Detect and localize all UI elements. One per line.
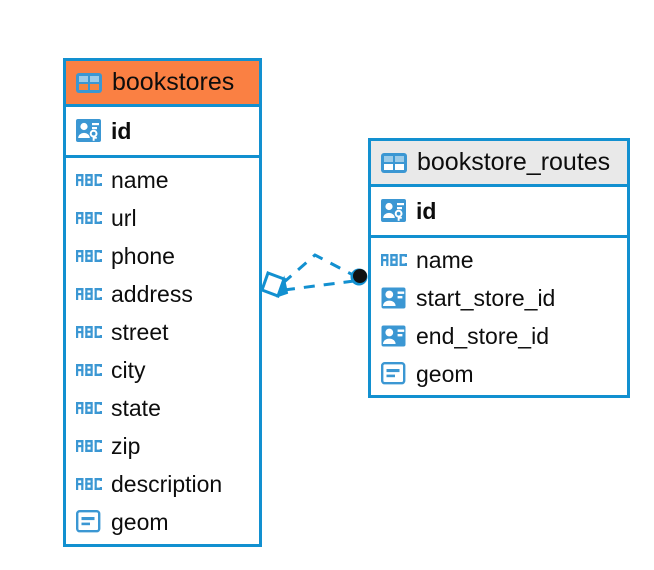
field-row-id[interactable]: id bbox=[66, 107, 259, 155]
table-name-label: bookstore_routes bbox=[417, 148, 611, 176]
field-label: zip bbox=[111, 432, 141, 459]
field-row-city[interactable]: city bbox=[66, 351, 259, 389]
primary-key-icon bbox=[381, 199, 406, 222]
abc-text-icon bbox=[381, 254, 407, 266]
geometry-icon bbox=[381, 362, 406, 385]
field-row-state[interactable]: state bbox=[66, 389, 259, 427]
abc-text-icon bbox=[76, 250, 102, 262]
field-label: name bbox=[111, 166, 169, 193]
foreign-key-icon bbox=[381, 287, 406, 309]
field-label: start_store_id bbox=[416, 284, 556, 311]
primary-key-icon bbox=[76, 119, 101, 142]
foreign-key-icon bbox=[381, 325, 406, 347]
field-label: end_store_id bbox=[416, 322, 549, 349]
field-row-geom[interactable]: geom bbox=[66, 503, 259, 541]
table-bookstore-routes[interactable]: bookstore_routes id bbox=[368, 138, 630, 398]
primary-key-section-bookstores: id bbox=[66, 107, 259, 158]
field-label: geom bbox=[416, 360, 474, 387]
field-row-name[interactable]: name bbox=[66, 161, 259, 199]
table-icon bbox=[76, 72, 102, 93]
table-header-bookstores[interactable]: bookstores bbox=[66, 61, 259, 107]
filled-circle-marker bbox=[350, 268, 368, 286]
field-row-description[interactable]: description bbox=[66, 465, 259, 503]
field-label: address bbox=[111, 280, 193, 307]
field-section-bookstores: name url bbox=[66, 158, 259, 544]
abc-text-icon bbox=[76, 326, 102, 338]
abc-text-icon bbox=[76, 288, 102, 300]
field-label: url bbox=[111, 204, 137, 231]
field-label: phone bbox=[111, 242, 175, 269]
abc-text-icon bbox=[76, 364, 102, 376]
field-row-end-store-id[interactable]: end_store_id bbox=[371, 317, 627, 355]
rhombus-marker bbox=[260, 271, 289, 298]
field-label: id bbox=[111, 117, 132, 144]
table-header-bookstore-routes[interactable]: bookstore_routes bbox=[371, 141, 627, 187]
field-row-address[interactable]: address bbox=[66, 275, 259, 313]
abc-text-icon bbox=[76, 174, 102, 186]
field-label: state bbox=[111, 394, 161, 421]
field-row-id[interactable]: id bbox=[371, 187, 627, 235]
field-label: id bbox=[416, 197, 437, 224]
field-label: description bbox=[111, 470, 223, 497]
abc-text-icon bbox=[76, 212, 102, 224]
field-row-phone[interactable]: phone bbox=[66, 237, 259, 275]
abc-text-icon bbox=[76, 440, 102, 452]
relationship-line-lower bbox=[283, 279, 355, 292]
geometry-icon bbox=[76, 510, 101, 533]
field-row-name[interactable]: name bbox=[371, 241, 627, 279]
field-label: name bbox=[416, 246, 474, 273]
table-bookstores[interactable]: bookstores id bbox=[63, 58, 262, 547]
field-row-street[interactable]: street bbox=[66, 313, 259, 351]
table-name-label: bookstores bbox=[112, 68, 235, 96]
field-row-start-store-id[interactable]: start_store_id bbox=[371, 279, 627, 317]
field-row-zip[interactable]: zip bbox=[66, 427, 259, 465]
field-row-url[interactable]: url bbox=[66, 199, 259, 237]
field-label: geom bbox=[111, 508, 169, 535]
primary-key-section-bookstore-routes: id bbox=[371, 187, 627, 238]
table-icon bbox=[381, 152, 407, 173]
field-row-geom[interactable]: geom bbox=[371, 355, 627, 393]
field-label: street bbox=[111, 318, 169, 345]
abc-text-icon bbox=[76, 478, 102, 490]
field-label: city bbox=[111, 356, 146, 383]
abc-text-icon bbox=[76, 402, 102, 414]
field-section-bookstore-routes: name start_store_id bbox=[371, 238, 627, 396]
relationship-line-upper bbox=[282, 253, 356, 285]
